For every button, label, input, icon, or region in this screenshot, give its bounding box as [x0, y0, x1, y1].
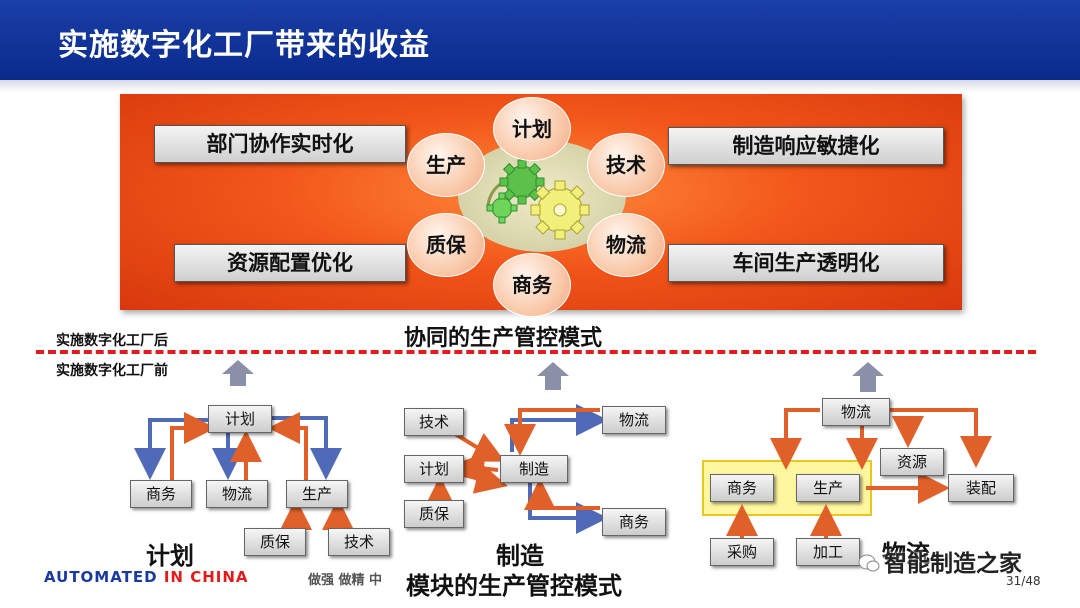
benefit-transparency: 车间生产透明化 [668, 244, 944, 282]
petal-quality: 质保 [407, 213, 485, 277]
wechat-icon [858, 554, 880, 572]
watermark: 智能制造之家 [858, 544, 1022, 578]
brand-logo: AUTOMATED IN CHINA [44, 568, 249, 586]
benefit-agility: 制造响应敏捷化 [668, 127, 944, 165]
petal-production: 生产 [407, 133, 485, 197]
plan-business-box: 商务 [130, 480, 192, 508]
mfg-quality-box: 质保 [404, 500, 464, 528]
collab-mode-label: 协同的生产管控模式 [404, 326, 603, 351]
mfg-caption: 制造 [496, 542, 544, 570]
mfg-plan-box: 计划 [404, 455, 464, 483]
petal-technology: 技术 [587, 133, 665, 197]
mfg-logistics-box: 物流 [602, 406, 666, 434]
slide-title: 实施数字化工厂带来的收益 [58, 28, 430, 63]
log-purchase-box: 采购 [710, 538, 774, 566]
plan-quality-box: 质保 [244, 528, 306, 556]
plan-technology-box: 技术 [328, 528, 390, 556]
benefit-resource: 资源配置优化 [174, 244, 406, 282]
log-assembly-box: 装配 [948, 474, 1014, 502]
log-business-box: 商务 [710, 474, 774, 502]
title-bar: 实施数字化工厂带来的收益 [0, 0, 1080, 80]
page-number: 31/48 [1006, 574, 1041, 588]
after-label: 实施数字化工厂后 [56, 333, 168, 349]
plan-caption: 计划 [146, 542, 194, 570]
before-label: 实施数字化工厂前 [56, 363, 168, 379]
mfg-business-box: 商务 [602, 508, 666, 536]
divider-line [36, 350, 1036, 354]
log-caption: 物流 [882, 540, 930, 568]
plan-production-box: 生产 [286, 480, 348, 508]
log-production-box: 生产 [796, 474, 860, 502]
footer-motto: 做强 做精 中 [308, 573, 383, 588]
gears-icon [486, 159, 590, 240]
log-top-box: 物流 [822, 398, 890, 426]
petal-business: 商务 [493, 253, 571, 317]
log-processing-box: 加工 [796, 538, 860, 566]
mfg-center-box: 制造 [500, 455, 568, 483]
benefit-collaboration: 部门协作实时化 [154, 125, 406, 163]
plan-logistics-box: 物流 [206, 480, 268, 508]
petal-plan: 计划 [493, 97, 571, 161]
log-resource-box: 资源 [880, 448, 944, 476]
title-shadow [0, 80, 1080, 92]
plan-center-box: 计划 [208, 405, 272, 433]
petal-logistics: 物流 [587, 213, 665, 277]
mfg-technology-box: 技术 [404, 408, 464, 436]
up-arrow-icon [222, 360, 884, 392]
module-mode-label: 模块的生产管控模式 [406, 572, 622, 600]
